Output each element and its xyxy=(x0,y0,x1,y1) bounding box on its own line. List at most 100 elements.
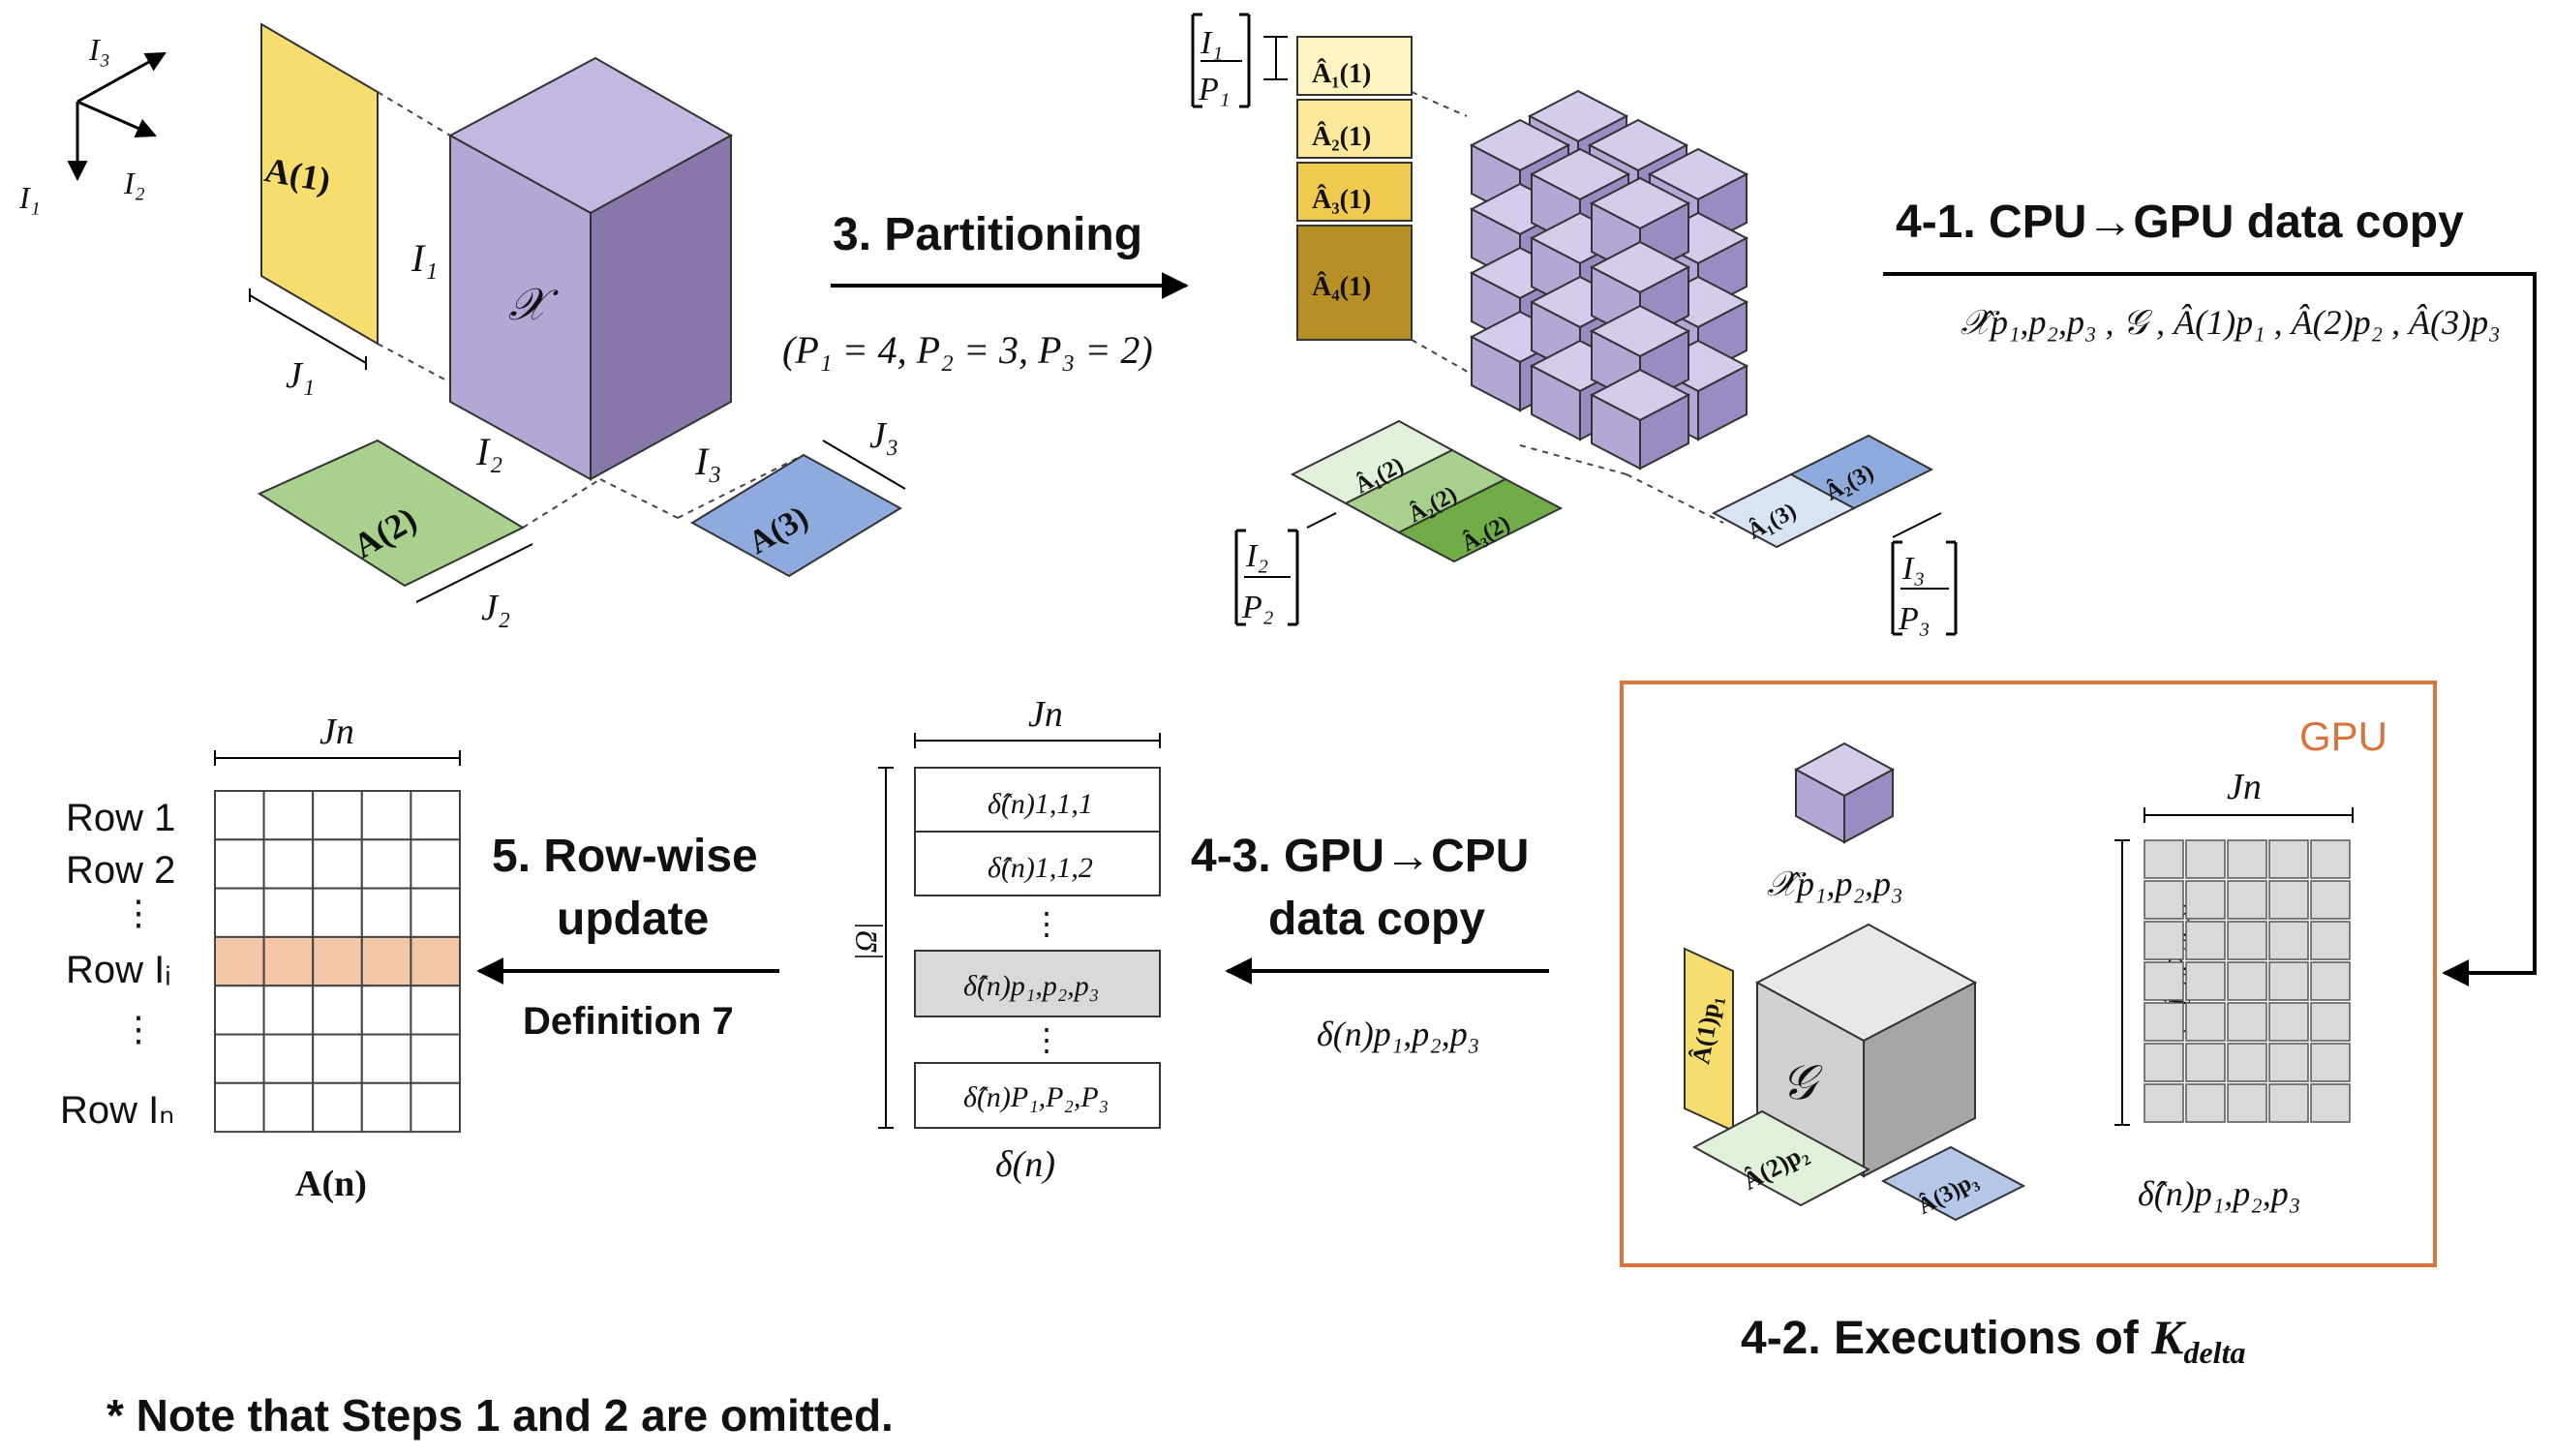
factor-grid-cell xyxy=(312,887,363,938)
delta-item-1: δ̂(n)1,1,1 xyxy=(988,788,1093,820)
gpu-grid-cell xyxy=(2227,961,2267,1001)
gpu-grid-cell xyxy=(2227,880,2267,920)
step3-params: (P₁ = 4, P₂ = 3, P₃ = 2) xyxy=(782,328,1153,372)
factor-grid-cell xyxy=(214,790,265,841)
step42-title-text: 4-2. Executions of xyxy=(1741,1313,2151,1364)
axes-glyph: I₃ I₂ I₁ xyxy=(18,32,167,215)
gpu-grid-cell xyxy=(2310,961,2351,1001)
gpu-grid-cell xyxy=(2144,880,2184,920)
factor-a2-rect xyxy=(257,439,526,588)
axis-label-i3: I₃ xyxy=(88,32,110,67)
gpu-grid-cell xyxy=(2310,880,2351,920)
factor-grid-cell xyxy=(262,985,315,1036)
factor-grid-cell xyxy=(214,935,265,987)
delta-item-p: δ̂(n)p₁,p₂,p₃ xyxy=(963,970,1099,1002)
core-cube-side xyxy=(1863,981,1976,1178)
delta-row-p xyxy=(914,950,1161,1017)
step42-title: 4-2. Executions of Kdelta xyxy=(1741,1310,2245,1370)
gpu-delta-grid xyxy=(2144,839,2351,1123)
a1-block-3 xyxy=(1296,162,1413,222)
gpu-grid-cell xyxy=(2185,839,2226,879)
a2-block-3 xyxy=(1396,477,1564,563)
a1-block-4-label: Â₄(1) xyxy=(1312,272,1371,302)
delta-list-caption: δ(n) xyxy=(995,1144,1055,1185)
factor-grid-cell xyxy=(262,887,315,938)
factor-grid-cell xyxy=(410,985,461,1036)
step43-line1: 4-3. GPU→CPU xyxy=(1191,831,1529,882)
a1-block-2 xyxy=(1296,99,1413,159)
gpu-grid-cell xyxy=(2268,880,2309,920)
factor-row-i: Row Iᵢ xyxy=(66,949,171,991)
step3-partitioning: 3. Partitioning (P₁ = 4, P₂ = 3, P₃ = 2) xyxy=(782,209,1189,372)
step5-def: Definition 7 xyxy=(523,1000,734,1043)
frac3: I₃ P₃ xyxy=(1891,512,1958,637)
step5-line1: 5. Row-wise xyxy=(492,831,758,882)
frac3-den: P₃ xyxy=(1898,601,1931,637)
step3-title: 3. Partitioning xyxy=(833,209,1142,260)
footnote: * Note that Steps 1 and 2 are omitted. xyxy=(106,1390,894,1441)
factor-grid-cell xyxy=(360,790,412,841)
step42-kernel: K xyxy=(2150,1310,2187,1364)
gpu-grid-cell xyxy=(2185,1043,2226,1082)
partition-cube xyxy=(1589,368,1691,470)
factor-grid-cell xyxy=(262,1081,315,1134)
gpu-grid-cell xyxy=(2310,839,2351,879)
gpu-grid-cell xyxy=(2185,961,2226,1001)
factor-row-dots-1: ⋮ xyxy=(121,893,156,932)
a1-block-2-label: Â₂(1) xyxy=(1312,122,1371,152)
factor-grid-cell xyxy=(262,838,315,890)
gpu-grid-cell xyxy=(2185,1083,2226,1123)
factor-grid-cell xyxy=(410,935,461,987)
delta-row-last xyxy=(914,1062,1161,1129)
factor-grid-cell xyxy=(410,1081,461,1134)
i2-label: I₂ xyxy=(475,430,502,473)
factor-grid-cell xyxy=(262,1033,315,1084)
factor-grid-cell xyxy=(214,887,265,938)
gpu-small-cube-side xyxy=(1843,768,1894,844)
factor-grid-cell xyxy=(360,985,412,1036)
step42-kernel-sub: delta xyxy=(2183,1335,2245,1370)
gpu-grid-cell xyxy=(2268,1043,2309,1082)
i3-label: I₃ xyxy=(694,440,721,483)
gpu-grid-cell xyxy=(2310,1002,2351,1042)
factor-grid-cell xyxy=(312,790,363,841)
gpu-grid-cell xyxy=(2268,961,2309,1001)
factor-row-1: Row 1 xyxy=(66,797,175,839)
j2-label: J₂ xyxy=(481,588,510,628)
delta-item-dots-2: ⋮ xyxy=(1031,1022,1062,1057)
delta-item-dots-1: ⋮ xyxy=(1031,906,1062,941)
delta-row-1 xyxy=(914,767,1161,833)
frac2-den: P₂ xyxy=(1241,590,1274,625)
factor-row-n: Row Iₙ xyxy=(60,1089,174,1132)
frac1: I₁ P₁ xyxy=(1191,13,1288,108)
factor-row-2: Row 2 xyxy=(66,849,175,892)
delta-list: Jn |Ω| δ̂(n)1,1,1 δ̂(n)1,1,2 ⋮ δ̂(n)p₁,p… xyxy=(848,694,1161,1185)
gpu-grid-cell xyxy=(2268,1083,2309,1123)
factor-grid-cell xyxy=(214,838,265,890)
gpu-grid-cell xyxy=(2185,880,2226,920)
tensor-x-side xyxy=(590,134,732,481)
gpu-grid-cell xyxy=(2185,921,2226,960)
gpu-grid-cell xyxy=(2144,839,2184,879)
axis-label-i2: I₂ xyxy=(123,166,145,200)
a1-block-1-label: Â₁(1) xyxy=(1312,59,1371,89)
delta-row-2 xyxy=(914,831,1161,896)
gpu-grid-cell xyxy=(2227,1083,2267,1123)
delta-list-jn: Jn xyxy=(1028,694,1063,735)
factor-grid xyxy=(214,790,461,1134)
factor-caption: A(n) xyxy=(295,1164,367,1204)
gpu-label: GPU xyxy=(2299,713,2387,759)
step43-copy: 4-3. GPU→CPU data copy δ(n)p₁,p₂,p₃ xyxy=(1191,831,1549,1053)
step43-line2: data copy xyxy=(1268,894,1485,945)
a3-block-2 xyxy=(1788,434,1934,510)
a1-block-4 xyxy=(1296,225,1413,341)
gpu-a3-rect xyxy=(1880,1145,2026,1222)
gpu-grid-cell xyxy=(2268,921,2309,960)
cube-grid xyxy=(1469,89,1749,470)
factor-grid-cell xyxy=(312,1033,363,1084)
step41-title: 4-1. CPU→GPU data copy xyxy=(1896,197,2464,248)
gpu-grid-cell xyxy=(2268,1002,2309,1042)
gpu-grid-cell xyxy=(2227,1043,2267,1082)
gpu-grid-cell xyxy=(2144,1083,2184,1123)
